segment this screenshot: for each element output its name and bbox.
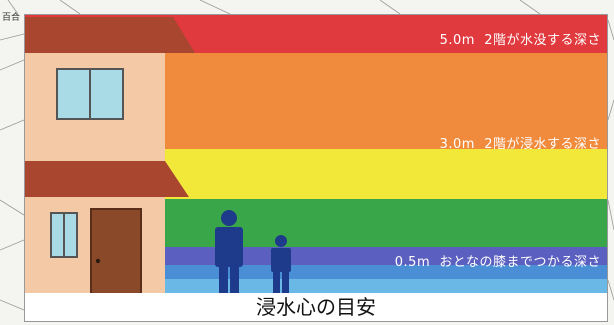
- flood-depth-figure: 5.0m 2階が水没する深さ 3.0m 2階が浸水する深さ 0.5m おとなの膝…: [24, 14, 608, 322]
- band-indigo: [25, 247, 607, 265]
- level-5m-depth: 5.0m: [439, 33, 475, 48]
- band-lightblue: [25, 279, 607, 295]
- level-3m-label: 3.0m 2階が浸水する深さ: [440, 133, 601, 152]
- level-3m-depth: 3.0m: [439, 137, 475, 152]
- house-illustration: [25, 17, 291, 296]
- door-knob: [95, 258, 101, 264]
- adult-figure: [215, 210, 243, 295]
- level-05m-description: おとなの膝までつかる深さ: [439, 255, 601, 270]
- level-05m-depth: 0.5m: [394, 255, 431, 270]
- figure-caption: 浸水心の目安: [25, 293, 607, 321]
- level-3m-description: 2階が浸水する深さ: [484, 137, 601, 152]
- door: [90, 208, 142, 296]
- level-05m-label: 0.5m おとなの膝までつかる深さ: [395, 251, 601, 270]
- child-figure: [271, 235, 291, 295]
- upper-roof: [25, 17, 195, 53]
- map-place-label: 百合: [2, 13, 21, 23]
- band-blue: 0.5m おとなの膝までつかる深さ: [25, 255, 607, 279]
- level-5m-label: 5.0m 2階が水没する深さ: [440, 29, 601, 48]
- level-5m-description: 2階が水没する深さ: [484, 33, 601, 48]
- lower-roof: [25, 161, 189, 197]
